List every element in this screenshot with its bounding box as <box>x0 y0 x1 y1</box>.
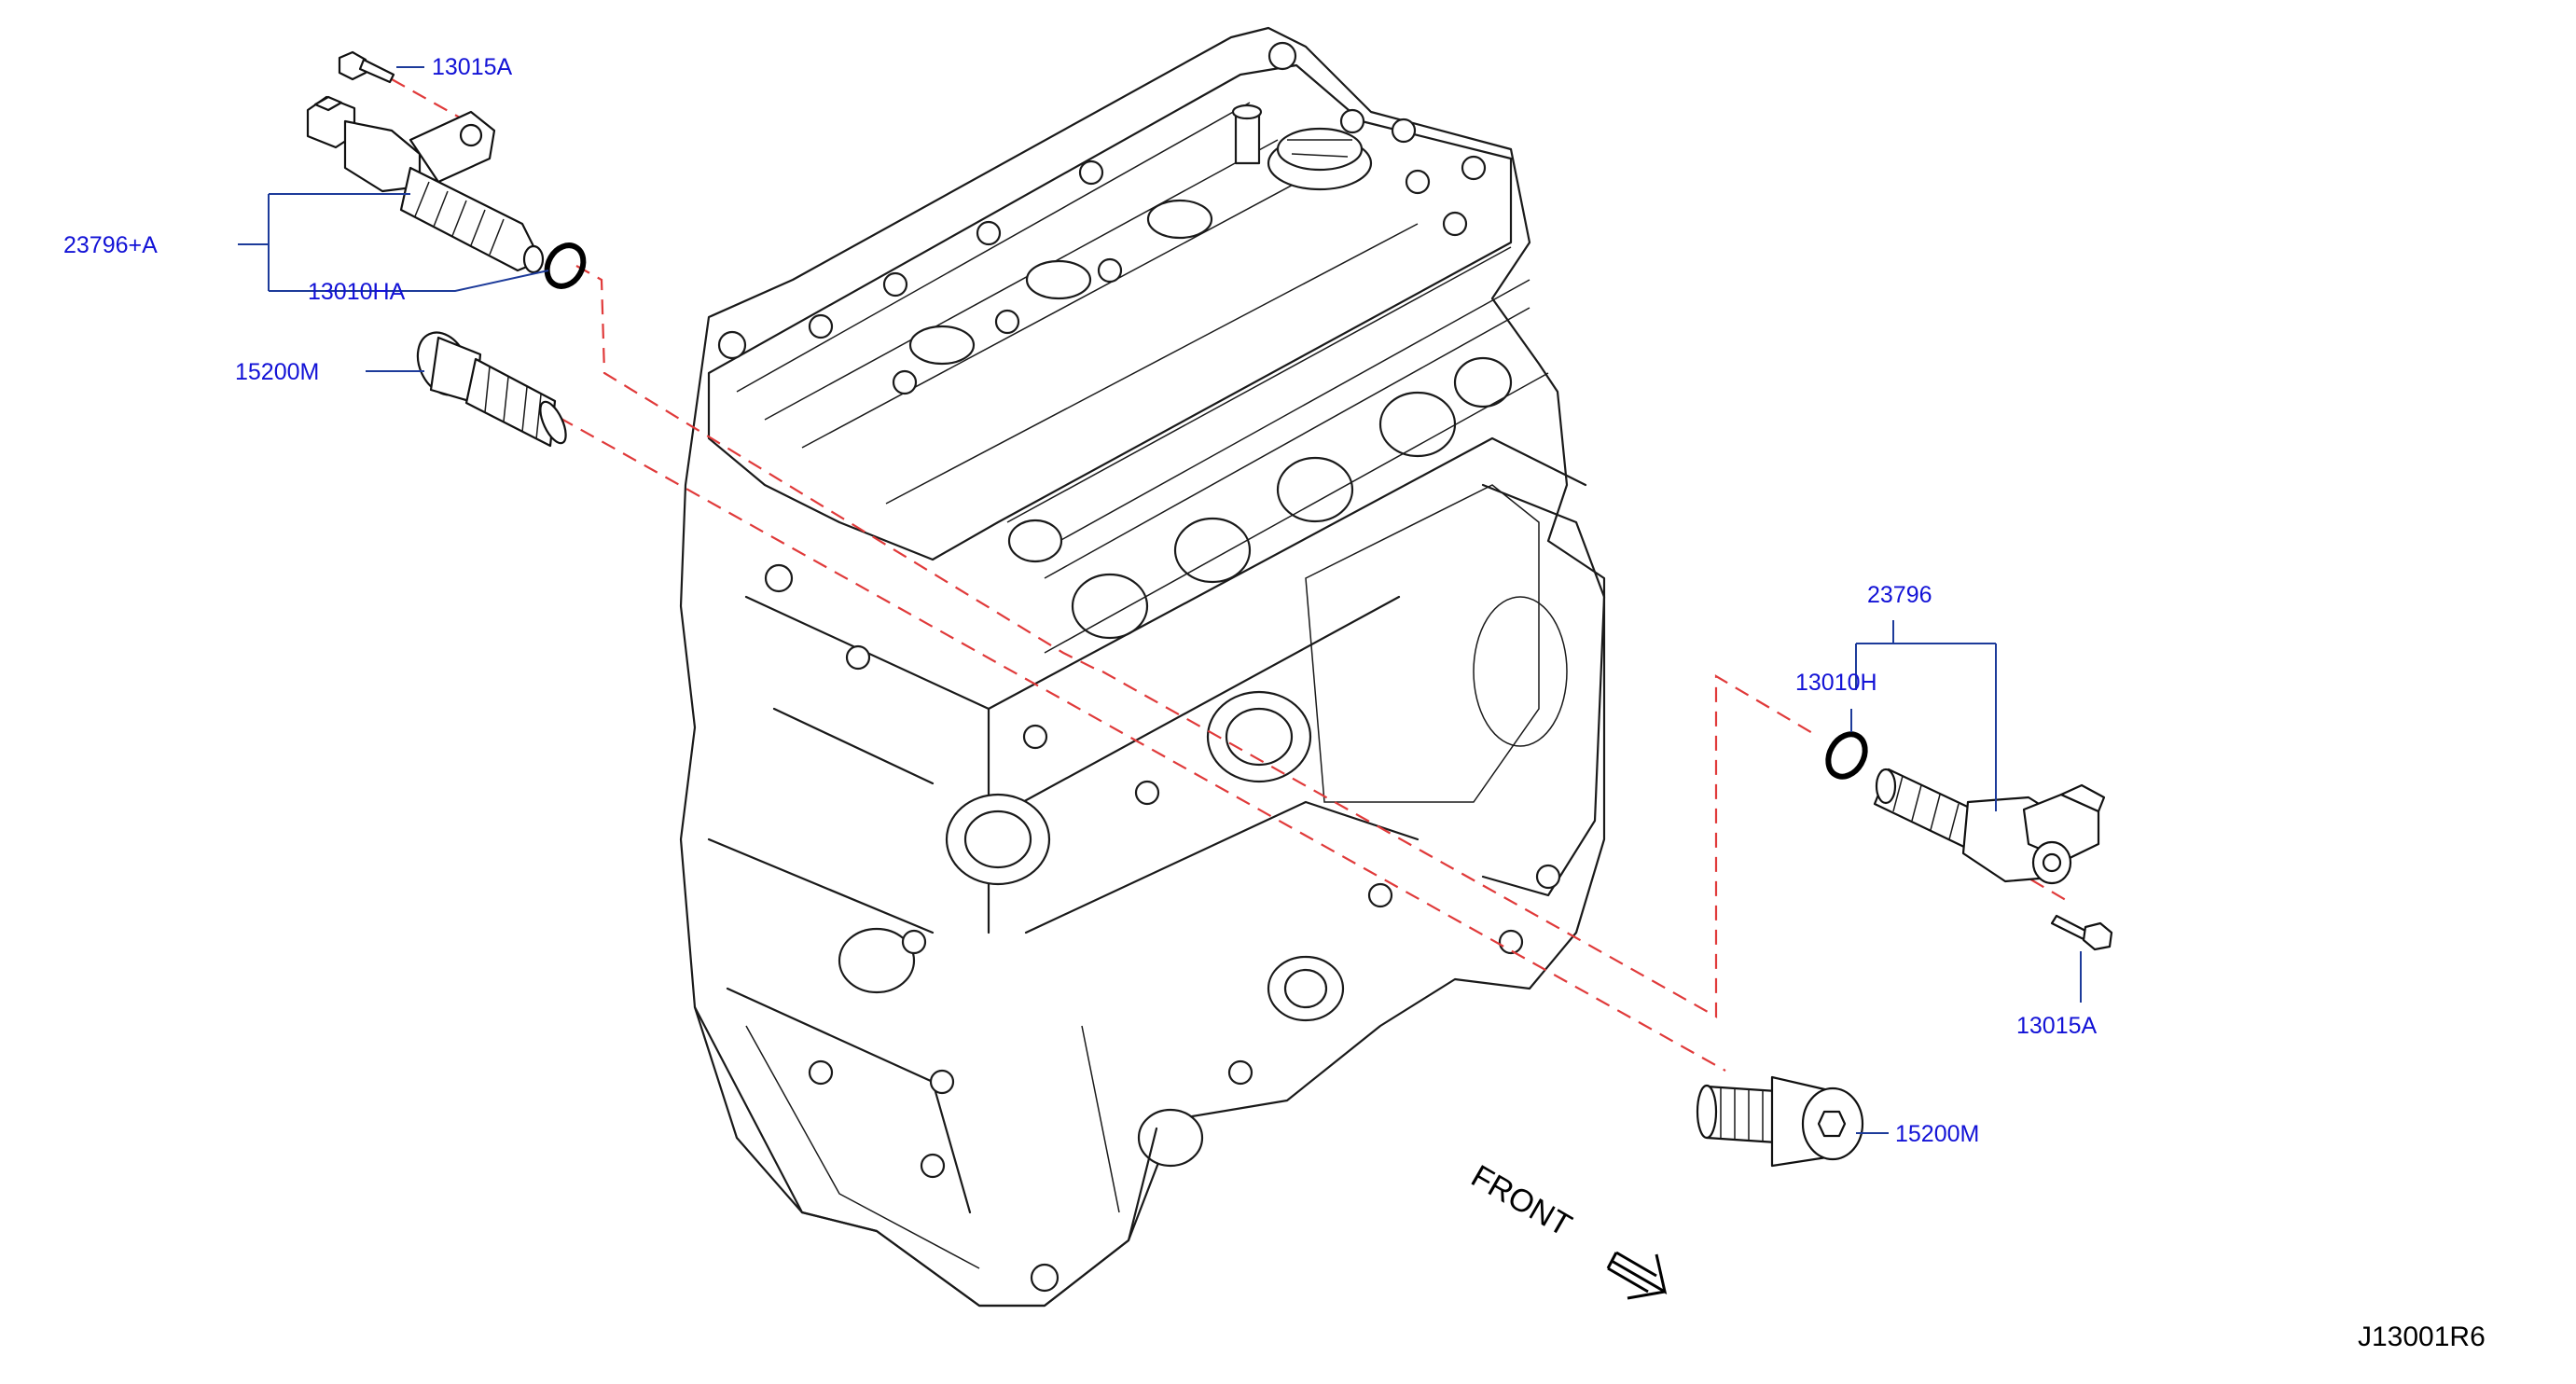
engine-assembly <box>679 26 1606 1308</box>
label-13015A-lower: 13015A <box>2016 1013 2098 1039</box>
oil-control-solenoid-upper <box>306 95 545 274</box>
block-bolts <box>764 563 1561 1293</box>
oring-13010HA-upper <box>544 242 587 289</box>
oil-filter-15200M-lower <box>1696 1075 1864 1168</box>
label-13010H-lower: 13010H <box>1795 670 1877 696</box>
cover-plugs <box>908 199 1213 366</box>
front-indicator: FRONT <box>1465 1158 1668 1300</box>
label-15200M-upper: 15200M <box>235 359 319 385</box>
guide-bolt-upper <box>391 78 467 122</box>
drawing-code: J13001R6 <box>2358 1322 2486 1352</box>
label-23796-lower: 23796 <box>1867 582 1932 608</box>
front-label: FRONT <box>1465 1158 1577 1243</box>
label-15200M-lower: 15200M <box>1895 1121 1979 1147</box>
front-ports <box>838 519 1345 1168</box>
oil-filter-15200M-upper <box>416 331 567 448</box>
cover-bolts <box>717 41 1487 395</box>
guide-solenoid-upper <box>575 265 1101 672</box>
oil-control-solenoid-lower <box>1873 768 2106 885</box>
label-23796A-upper: 23796+A <box>63 232 158 258</box>
bolt-13015A-upper <box>338 50 395 84</box>
front-arrow-icon <box>1606 1251 1668 1300</box>
bolt-13015A-lower <box>2050 914 2113 951</box>
intake-ports <box>1071 356 1513 640</box>
guide-filter-upper <box>559 417 1726 1072</box>
oil-filler-cap <box>1267 127 1373 191</box>
guide-solenoid-lower <box>1101 671 1820 1018</box>
leader-lines <box>238 66 2082 1134</box>
part-labels: 13015A 23796+A 13010HA 15200M 23796 1301… <box>63 54 2098 1147</box>
label-13015A-upper: 13015A <box>432 54 513 80</box>
oring-13010H-lower <box>1825 731 1868 780</box>
label-13010HA-upper: 13010HA <box>308 279 406 305</box>
bell-housing-flange <box>1481 483 1606 897</box>
